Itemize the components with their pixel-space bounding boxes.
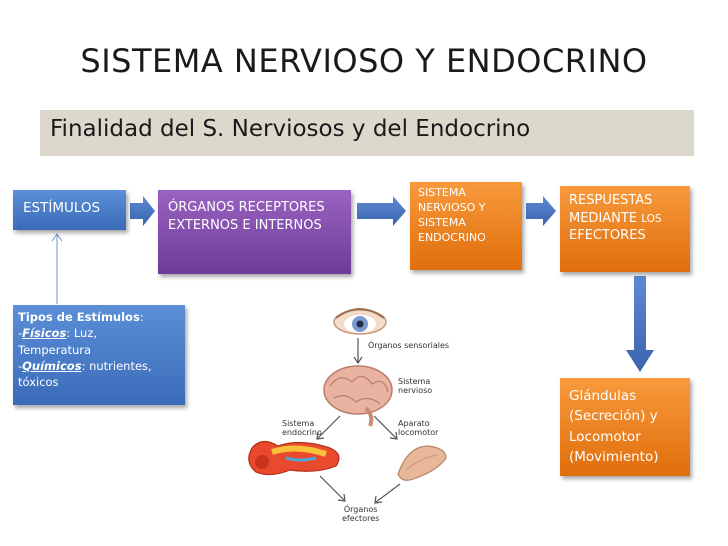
- brain-icon: [323, 365, 393, 427]
- organos-line-2: EXTERNOS E INTERNOS: [168, 217, 322, 233]
- box-estimulos: ESTÍMULOS: [13, 190, 126, 230]
- box-respuestas: RESPUESTAS MEDIANTE LOS EFECTORES: [560, 186, 690, 272]
- respuestas-line-1: RESPUESTAS: [569, 193, 653, 208]
- arrow-respuestas-to-glandulas: [626, 276, 654, 372]
- glandulas-line-3: Locomotor: [569, 428, 641, 445]
- pancreas-icon: [248, 440, 340, 476]
- arrow-organos-to-sistema: [357, 196, 406, 226]
- tipos-heading: Tipos de Estímulos:: [18, 310, 144, 324]
- label-organos-sensoriales: Órganos sensoriales: [368, 341, 450, 350]
- illustration: [248, 308, 447, 504]
- sistema-line-2: NERVIOSO Y: [418, 200, 486, 214]
- tipos-fisicos: -Físicos: Luz,: [18, 326, 98, 341]
- box-organos-receptores: ÓRGANOS RECEPTORES EXTERNOS E INTERNOS: [158, 190, 351, 274]
- page-title: SISTEMA NERVIOSO Y ENDOCRINO: [80, 42, 648, 80]
- box-glandulas: Glándulas (Secreción) y Locomotor (Movim…: [560, 378, 690, 476]
- box-tipos-estimulos: Tipos de Estímulos: -Físicos: Luz, Tempe…: [13, 305, 185, 405]
- leg-icon: [397, 445, 447, 481]
- subtitle-bar: [40, 110, 694, 156]
- tipos-toxicos: tóxicos: [18, 375, 59, 390]
- arrow-sistema-to-respuestas: [526, 196, 556, 226]
- glandulas-line-2: (Secreción) y: [569, 408, 658, 425]
- glandulas-line-1: Glándulas: [569, 388, 637, 404]
- eye-icon: [333, 308, 387, 335]
- sistema-line-4: ENDOCRINO: [418, 230, 486, 244]
- box-sistema-nervioso-endocrino: SISTEMA NERVIOSO Y SISTEMA ENDOCRINO: [410, 182, 522, 270]
- sistema-line-1: SISTEMA: [418, 186, 466, 199]
- tipos-temperatura: Temperatura: [18, 342, 92, 357]
- line-arrowhead: [51, 233, 63, 242]
- arrow-estimulos-to-organos: [130, 196, 155, 226]
- organos-line-1: ÓRGANOS RECEPTORES: [168, 200, 325, 215]
- glandulas-line-4: (Movimiento): [569, 448, 659, 465]
- respuestas-line-3: EFECTORES: [569, 228, 646, 244]
- subtitle: Finalidad del S. Nerviosos y del Endocri…: [50, 116, 531, 142]
- respuestas-line-2: MEDIANTE LOS: [569, 210, 662, 226]
- sistema-line-3: SISTEMA: [418, 215, 466, 229]
- estimulos-label: ESTÍMULOS: [23, 200, 101, 216]
- tipos-quimicos: -Químicos: nutrientes,: [18, 358, 152, 373]
